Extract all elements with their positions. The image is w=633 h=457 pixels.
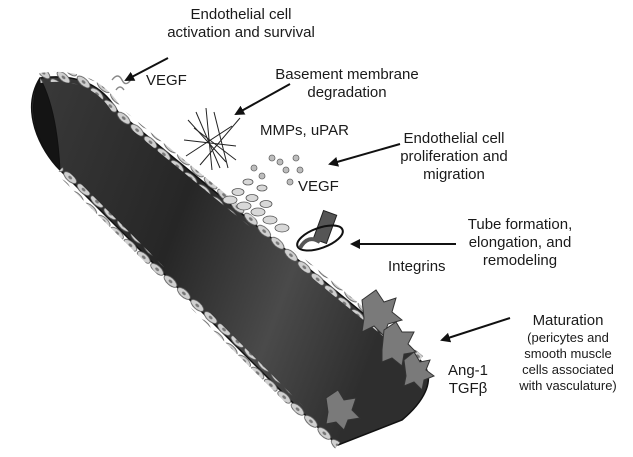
- arrow-proliferation: [330, 144, 400, 164]
- tube-line-1: Tube formation,: [460, 216, 580, 234]
- tube-label: Tube formation, elongation, and remodeli…: [460, 216, 580, 270]
- maturation-factors: Ang-1 TGFβ: [438, 362, 498, 398]
- degradation-line-2: degradation: [272, 84, 422, 102]
- proliferation-line-3: migration: [392, 166, 516, 184]
- maturation-factor-2: TGFβ: [438, 380, 498, 398]
- degradation-line-1: Basement membrane: [272, 66, 422, 84]
- activation-label: Endothelial cell activation and survival: [166, 6, 316, 42]
- vegf-molecule-middle: [251, 155, 303, 185]
- proliferation-line-1: Endothelial cell: [392, 130, 516, 148]
- proliferation-label: Endothelial cell proliferation and migra…: [392, 130, 516, 184]
- activation-factor: VEGF: [146, 72, 187, 90]
- proliferation-factor: VEGF: [298, 178, 339, 196]
- activation-line-2: activation and survival: [166, 24, 316, 42]
- maturation-line-3: cells associated: [506, 362, 630, 378]
- proliferation-line-2: proliferation and: [392, 148, 516, 166]
- maturation-label: Maturation (pericytes and smooth muscle …: [506, 312, 630, 394]
- activation-line-1: Endothelial cell: [166, 6, 316, 24]
- blood-vessel: [32, 77, 429, 445]
- degradation-label: Basement membrane degradation: [272, 66, 422, 102]
- degradation-factor: MMPs, uPAR: [260, 122, 349, 140]
- arrow-maturation: [442, 318, 510, 340]
- integrin-receptor: [294, 211, 346, 256]
- maturation-title: Maturation: [506, 312, 630, 330]
- tube-line-2: elongation, and: [460, 234, 580, 252]
- maturation-factor-1: Ang-1: [438, 362, 498, 380]
- maturation-line-2: smooth muscle: [506, 346, 630, 362]
- mmp-fibers: [184, 108, 240, 170]
- tube-line-3: remodeling: [460, 252, 580, 270]
- maturation-line-4: with vasculature): [506, 378, 630, 394]
- maturation-line-1: (pericytes and: [506, 330, 630, 346]
- tube-factor: Integrins: [388, 258, 446, 276]
